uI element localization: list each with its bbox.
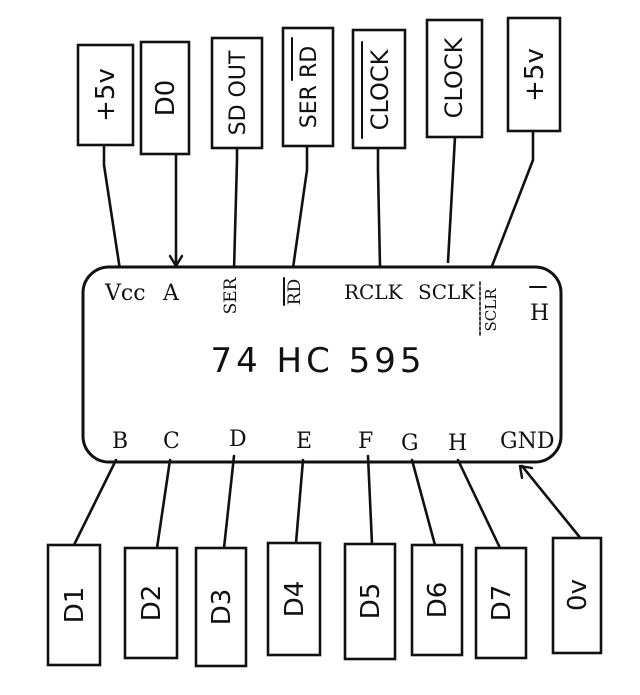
top-box-clock-1-label: CLOCK — [366, 48, 394, 130]
chip-body — [81, 265, 563, 464]
pin-f: F — [358, 429, 373, 454]
top-box-clock-2-label: CLOCK — [440, 36, 468, 118]
pin-d: D — [229, 427, 247, 452]
pin-g: G — [401, 431, 419, 456]
top-box-plus5v-1: +5v — [76, 43, 135, 147]
top-box-clock-1: CLOCK — [351, 28, 407, 150]
bottom-box-d2: D2 — [123, 546, 179, 660]
pin-sclr-group: SCLR — [479, 281, 500, 337]
pin-rclk: RCLK — [344, 280, 404, 304]
chip-part-label: 74 HC 595 — [210, 341, 425, 381]
pin-gnd: GND — [500, 429, 554, 454]
bottom-box-d3: D3 — [194, 546, 248, 668]
bottom-box-d1: D1 — [46, 543, 102, 667]
bottom-box-d3-label: D3 — [207, 589, 237, 626]
bottom-box-d5-label: D5 — [356, 583, 386, 620]
pin-a: A — [162, 281, 180, 306]
top-box-ser-rd: SER RD — [281, 26, 335, 148]
bottom-box-ov-label: 0v — [563, 579, 593, 611]
bottom-box-d4: D4 — [266, 541, 322, 657]
top-box-sd-out-label: SD OUT — [226, 50, 251, 135]
pin-sclr: SCLR — [482, 288, 500, 332]
top-box-plus5v-2-label: +5v — [520, 48, 550, 102]
pin-h-prime: H — [530, 301, 549, 326]
bottom-box-d4-label: D4 — [280, 581, 310, 618]
pin-sclk: SCLK — [418, 280, 476, 304]
bottom-box-ov: 0v — [551, 536, 603, 655]
top-box-clock-2: CLOCK — [425, 18, 484, 139]
bottom-box-d6: D6 — [410, 543, 464, 657]
bottom-box-d5: D5 — [343, 542, 397, 661]
bottom-box-d1-label: D1 — [60, 587, 90, 624]
bottom-box-d6-label: D6 — [423, 582, 453, 619]
top-box-ser-rd-label: SER RD — [297, 46, 322, 128]
top-box-plus5v-2: +5v — [506, 16, 562, 133]
pin-vcc: Vcc — [104, 281, 146, 306]
top-box-plus5v-1-label: +5v — [91, 68, 121, 122]
top-box-d0: D0 — [139, 40, 191, 156]
top-box-d0-label: D0 — [151, 80, 181, 117]
bottom-box-d2-label: D2 — [137, 585, 167, 622]
bottom-wires — [72, 454, 584, 550]
pin-h-prime-group: H — [529, 286, 549, 326]
top-box-sd-out: SD OUT — [210, 36, 264, 150]
bottom-box-d7-label: D7 — [487, 585, 517, 622]
pin-rd-group: RD — [283, 277, 305, 306]
pin-h: H — [448, 431, 467, 456]
pin-e: E — [296, 429, 312, 454]
pin-c: C — [163, 429, 180, 454]
bottom-box-d7: D7 — [474, 546, 528, 660]
pin-ser: SER — [221, 276, 241, 314]
top-wires — [102, 129, 535, 272]
pin-rd: RD — [285, 279, 305, 305]
pin-b: B — [112, 429, 128, 454]
